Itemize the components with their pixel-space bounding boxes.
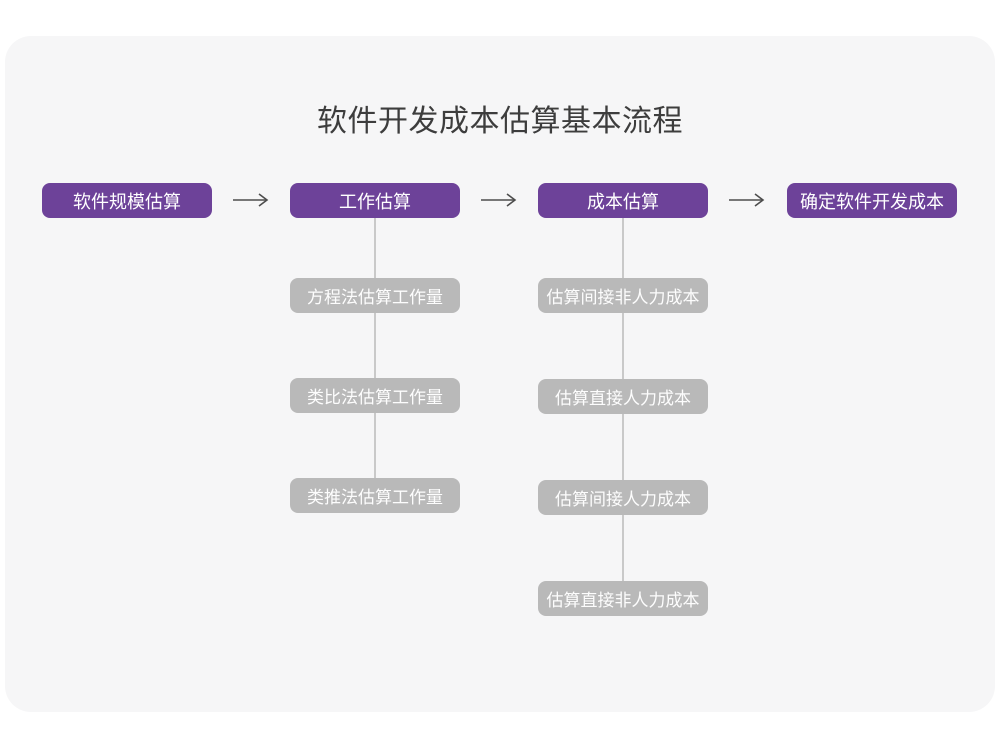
step-label: 成本估算 <box>587 191 659 212</box>
substep-label: 估算直接人力成本 <box>555 389 691 408</box>
step-cost-estimation: 成本估算 <box>538 183 708 218</box>
step-software-scale-estimation: 软件规模估算 <box>42 183 212 218</box>
substep-direct-nonlabor-cost: 估算直接非人力成本 <box>538 581 708 616</box>
substep-indirect-nonlabor-cost: 估算间接非人力成本 <box>538 278 708 313</box>
substep-label: 类推法估算工作量 <box>307 488 443 507</box>
substep-extrapolation-method: 类推法估算工作量 <box>290 478 460 513</box>
arrow-right-icon <box>481 193 517 207</box>
substep-analogy-method: 类比法估算工作量 <box>290 378 460 413</box>
substep-label: 类比法估算工作量 <box>307 388 443 407</box>
diagram-title: 软件开发成本估算基本流程 <box>317 105 683 138</box>
arrow-right-icon <box>729 193 765 207</box>
step-work-estimation: 工作估算 <box>290 183 460 218</box>
substep-direct-labor-cost: 估算直接人力成本 <box>538 379 708 414</box>
substep-label: 估算间接非人力成本 <box>546 288 700 307</box>
work-estimation-connector-line <box>374 218 376 478</box>
substep-indirect-labor-cost: 估算间接人力成本 <box>538 480 708 515</box>
step-determine-development-cost: 确定软件开发成本 <box>787 183 957 218</box>
step-label: 工作估算 <box>339 191 411 212</box>
step-label: 软件规模估算 <box>73 191 181 212</box>
substep-label: 估算间接人力成本 <box>555 490 691 509</box>
substep-equation-method: 方程法估算工作量 <box>290 278 460 313</box>
substep-label: 方程法估算工作量 <box>307 288 443 307</box>
substep-label: 估算直接非人力成本 <box>546 591 700 610</box>
arrow-right-icon <box>233 193 269 207</box>
diagram-card <box>5 36 995 712</box>
step-label: 确定软件开发成本 <box>800 191 944 212</box>
